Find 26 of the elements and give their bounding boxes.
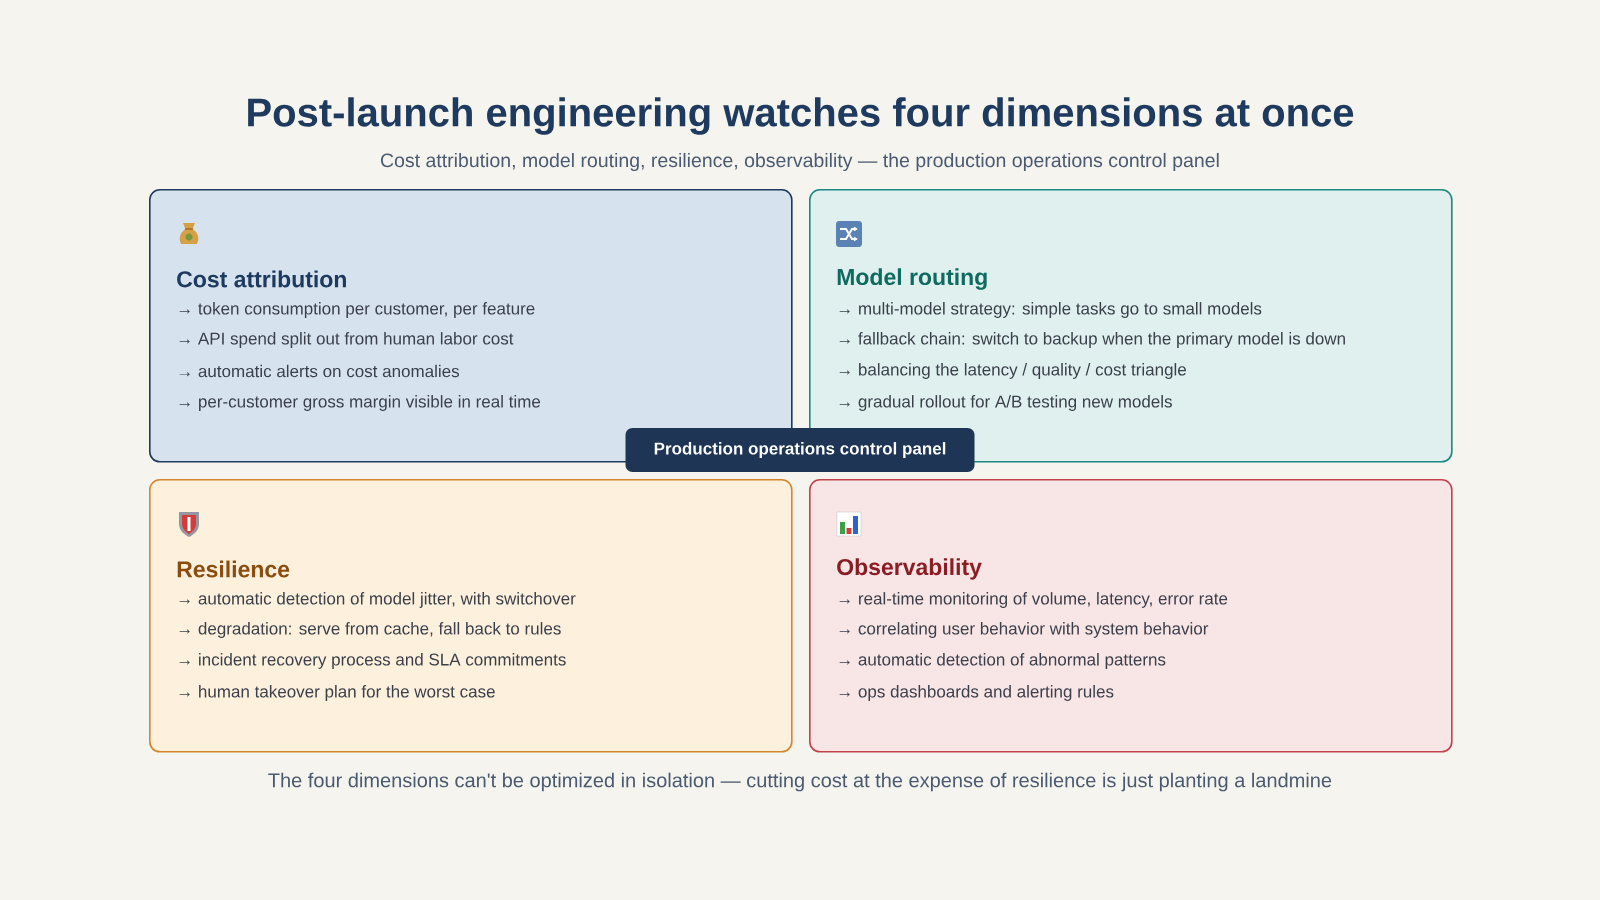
node-label: → multi-model strategy: simple tasks go to small models xyxy=(839,302,1262,318)
node-label: Observability xyxy=(837,558,982,580)
panel-card: Resilience → automatic detection of model jitter, with switchover → degradation: serve from cache, fall back to rules → incident recovery process and SLA commitments → human takeover plan for the worst case xyxy=(149,479,793,753)
node-label: → correlating user behavior with system behavior xyxy=(839,622,1209,638)
node-label: → real-time monitoring of volume, latency, error rate xyxy=(839,592,1228,608)
node-label: → fallback chain: switch to backup when the primary model is down xyxy=(839,332,1345,348)
node-label: → automatic alerts on cost anomalies xyxy=(179,364,460,378)
subtitle: Cost attribution, model routing, resilience, observability — the production operations control panel xyxy=(380,152,1219,172)
node-label: → per-customer gross margin visible in real time xyxy=(179,395,541,411)
node-label: → balancing the latency / quality / cost triangle xyxy=(839,363,1186,379)
node-label: Resilience xyxy=(177,560,290,578)
node-label: → token consumption per customer, per feature xyxy=(179,302,535,318)
title: Post-launch engineering watches four dimensions at once xyxy=(248,97,1354,135)
panel-card: Observability → real-time monitoring of volume, latency, error rate → correlating user behavior with system behavior → automatic detection of abnormal patterns → ops dashboards and alerting rules xyxy=(809,479,1453,753)
caption: The four dimensions can't be optimized in isolation — cutting cost at the expense of resilience is just planting a landmine xyxy=(268,772,1332,792)
node-label: → degradation: serve from cache, fall back to rules xyxy=(179,622,561,638)
node-label: → API spend split out from human labor cost xyxy=(179,332,514,348)
panel-badge: Production operations control panel xyxy=(625,428,975,472)
node-label: → automatic detection of model jitter, with switchover xyxy=(179,592,576,608)
node-label: → human takeover plan for the worst case xyxy=(179,685,495,701)
node-label: → gradual rollout for A/B testing new models xyxy=(839,395,1172,411)
node-label: → incident recovery process and SLA commitments xyxy=(179,653,566,669)
node-label: → automatic detection of abnormal patterns xyxy=(839,653,1166,669)
node-label: → ops dashboards and alerting rules xyxy=(839,685,1114,701)
node-label: Cost attribution xyxy=(177,270,346,288)
node-label: Model routing xyxy=(837,268,987,290)
